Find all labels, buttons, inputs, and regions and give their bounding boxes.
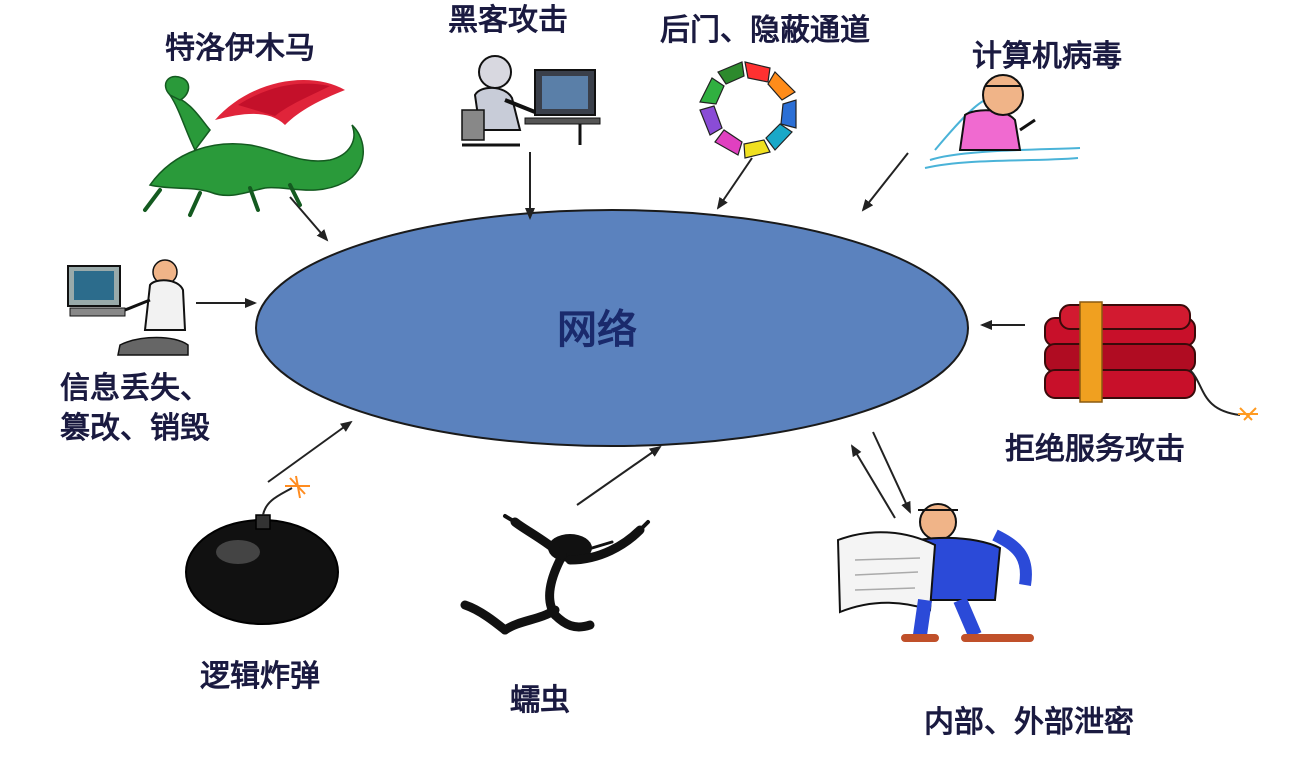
worm-figure-icon — [460, 514, 650, 635]
arrow-backdoor — [716, 157, 753, 210]
reading-man-icon — [836, 503, 1034, 642]
info-loss-label-line2: 篡改、销毁 — [60, 411, 210, 446]
hacker-computer-icon — [461, 55, 601, 147]
info-loss-label-line1: 信息丢失、 — [60, 371, 210, 406]
arrow-trojan — [289, 196, 329, 242]
arrow-leak-out — [850, 444, 896, 519]
dynamite-icon — [1044, 301, 1258, 421]
virus-label: 计算机病毒 — [972, 39, 1122, 74]
trojan-label: 特洛伊木马 — [165, 31, 315, 66]
dos-label: 拒绝服务攻击 — [1005, 432, 1185, 467]
dragon-icon — [143, 75, 364, 217]
worm-label: 蠕虫 — [510, 683, 570, 718]
network-ellipse — [255, 209, 969, 447]
hacker-label: 黑客攻击 — [448, 3, 568, 38]
logic-bomb-label: 逻辑炸弹 — [200, 659, 320, 694]
network-label: 网络 — [557, 307, 637, 353]
sick-person-icon — [924, 74, 1081, 169]
bomb-icon — [185, 475, 339, 625]
arrow-worm — [576, 445, 662, 506]
cycle-arrows-icon — [699, 61, 797, 159]
leak-label: 内部、外部泄密 — [924, 705, 1134, 740]
arrow-leak-in — [872, 431, 911, 514]
office-worker-icon — [67, 259, 189, 356]
arrow-virus — [861, 152, 909, 212]
arrows — [196, 152, 1025, 519]
arrow-logic-bomb — [267, 420, 353, 483]
backdoor-label: 后门、隐蔽通道 — [660, 13, 870, 48]
